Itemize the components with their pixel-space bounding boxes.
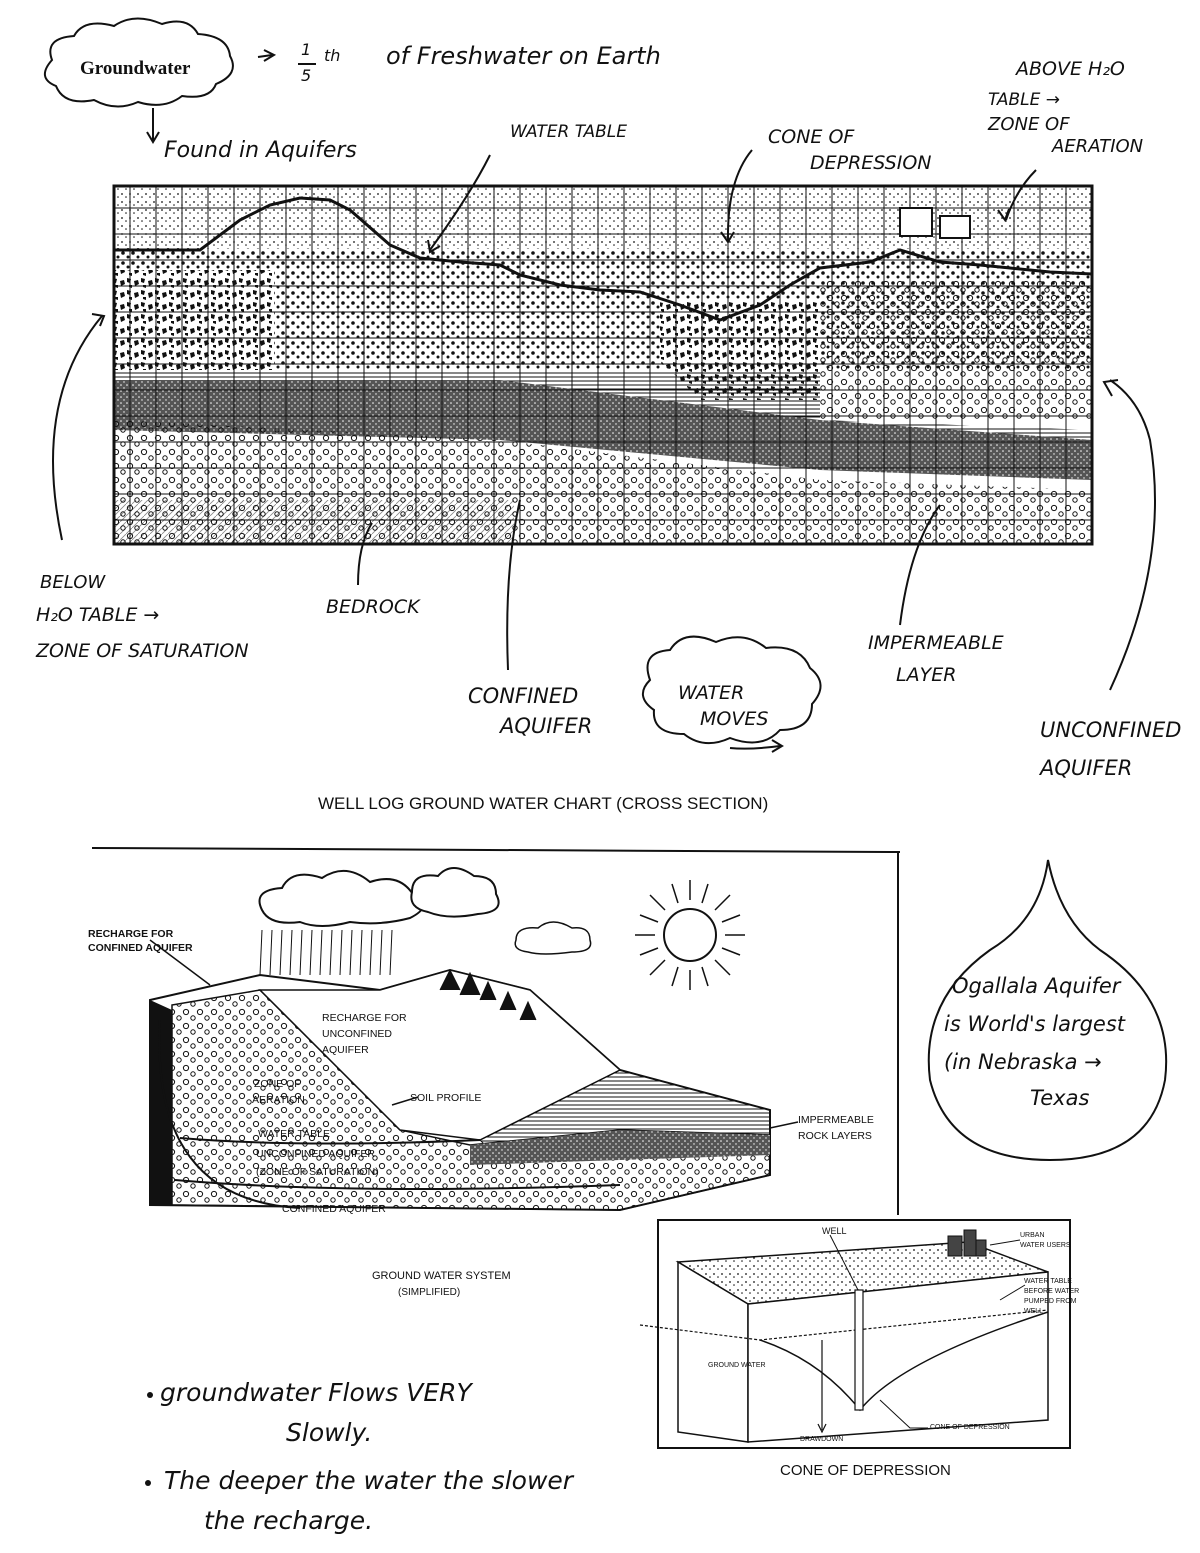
water-moves-line2: MOVES [700, 708, 769, 730]
fraction-denominator: 5 [301, 66, 312, 85]
cone-label-line2: DEPRESSION [810, 152, 932, 174]
gws-caption-line1: GROUND WATER SYSTEM [372, 1270, 511, 1282]
below-table-line1: BELOW [40, 572, 106, 593]
impermeable-layer-line2: LAYER [896, 664, 957, 686]
above-table-line4: AERATION [1052, 136, 1144, 157]
recharge-confined-line1: RECHARGE FOR [88, 928, 174, 940]
fraction-numerator: 1 [301, 40, 312, 59]
wt-before-line2: BEFORE WATER [1024, 1288, 1080, 1295]
above-table-line3: ZONE OF [988, 114, 1070, 135]
unconfined-aquifer-line1-label: UNCONFINED AQUIFER [256, 1148, 376, 1160]
above-table-line2: TABLE → [988, 90, 1060, 110]
water-table-label: WATER TABLE [510, 122, 628, 142]
gws-caption-line2: (SIMPLIFIED) [398, 1287, 461, 1298]
confined-aquifer-line1: CONFINED [468, 684, 579, 708]
bullet-2 [145, 1480, 151, 1486]
drawdown-label: DRAWDOWN [800, 1436, 844, 1443]
impermeable-rock-line2: ROCK LAYERS [798, 1130, 872, 1142]
unconfined-aquifer-line2: AQUIFER [1040, 756, 1133, 780]
wt-before-line4: WELL [1024, 1308, 1044, 1315]
recharge-confined-line2: CONFINED AQUIFER [88, 942, 193, 954]
wt-before-line1: WATER TABLE [1024, 1278, 1072, 1285]
gws-water-table-label: WATER TABLE [258, 1128, 330, 1140]
note-1-line1: groundwater Flows VERY [160, 1378, 472, 1407]
well-log-cross-section [112, 184, 1094, 546]
note-2-line2: the recharge. [204, 1506, 374, 1535]
ogallala-line1: Ogallala Aquifer [952, 974, 1121, 998]
unconfined-aquifer-line1: UNCONFINED [1040, 718, 1182, 742]
impermeable-layer-line1: IMPERMEABLE [868, 632, 1004, 654]
ogallala-line3: (in Nebraska → [944, 1050, 1102, 1074]
ogallala-drop [927, 859, 1168, 1162]
note-2-line1: The deeper the water the slower [164, 1466, 574, 1495]
soil-profile-label: SOIL PROFILE [410, 1092, 482, 1104]
bedrock-label: BEDROCK [326, 596, 420, 618]
ogallala-line4: Texas [1030, 1086, 1090, 1110]
recharge-unconfined-line2: UNCONFINED [322, 1028, 392, 1040]
bullet-1 [147, 1392, 153, 1398]
note-1-line2: Slowly. [286, 1418, 373, 1447]
water-moves-cloud [642, 635, 822, 745]
confined-aquifer-label: CONFINED AQUIFER [282, 1203, 386, 1215]
found-in-aquifers-text: Found in Aquifers [164, 138, 357, 163]
groundwater-bubble-label: Groundwater [80, 58, 191, 79]
ground-water-system-illustration [91, 847, 901, 1215]
unconfined-aquifer-line2-label: (ZONE OF SATURATION) [256, 1166, 379, 1178]
cone-of-depression-illustration [639, 1219, 1071, 1449]
urban-users-line2: WATER USERS [1020, 1242, 1071, 1249]
water-moves-line1: WATER [678, 682, 745, 704]
well-label: WELL [822, 1226, 847, 1236]
recharge-unconfined-line3: AQUIFER [322, 1044, 369, 1056]
wt-before-line3: PUMPED FROM [1024, 1298, 1077, 1305]
urban-users-line1: URBAN [1020, 1232, 1045, 1239]
cone-label-line1: CONE OF [768, 126, 855, 148]
well-log-caption: WELL LOG GROUND WATER CHART (CROSS SECTI… [318, 794, 769, 813]
ogallala-line2: is World's largest [944, 1012, 1126, 1036]
groundwater-cloud [44, 17, 234, 108]
confined-aquifer-line2: AQUIFER [500, 714, 593, 738]
below-table-line2: H₂O TABLE → [36, 604, 160, 626]
zone-aeration-line2: AERATION [252, 1094, 305, 1106]
ground-water-label: GROUND WATER [708, 1362, 766, 1369]
zone-aeration-line1: ZONE OF [254, 1078, 301, 1090]
below-table-line3: ZONE OF SATURATION [36, 640, 249, 662]
fraction-suffix: th [324, 46, 341, 65]
cone-of-depression-label: CONE OF DEPRESSION [930, 1424, 1010, 1431]
recharge-unconfined-line1: RECHARGE FOR [322, 1012, 407, 1024]
cone-caption: CONE OF DEPRESSION [780, 1462, 951, 1479]
freshwater-fraction-text: of Freshwater on Earth [386, 42, 661, 70]
impermeable-rock-line1: IMPERMEABLE [798, 1114, 874, 1126]
above-table-line1: ABOVE H₂O [1016, 58, 1125, 80]
